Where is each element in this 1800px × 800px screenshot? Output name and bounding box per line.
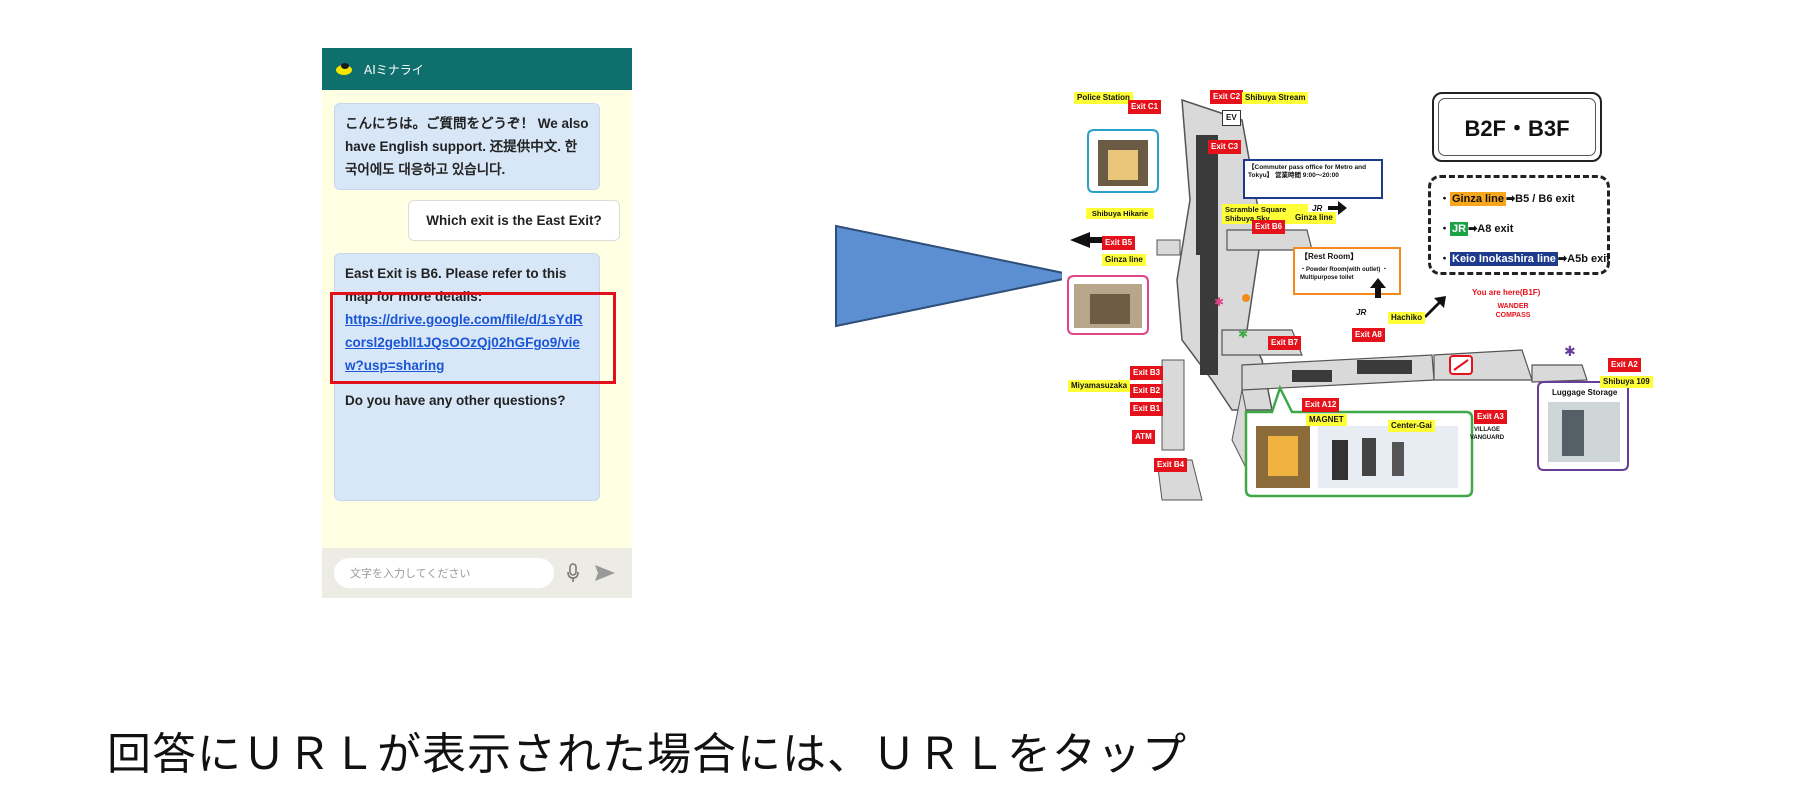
label-exit-b4: Exit B4	[1154, 458, 1188, 472]
label-wander-compass: WANDER COMPASS	[1495, 303, 1531, 319]
label-police-station: Police Station	[1074, 92, 1133, 104]
map-corridors: ✱ ✱ ✱	[1067, 98, 1629, 501]
label-rest-room-detail: ・Powder Room(with outlet) ・Multipurpose …	[1300, 267, 1388, 281]
label-commuter-pass: 【Commuter pass office for Metro and Toky…	[1248, 164, 1367, 179]
legend-keio-line: Keio Inokashira line	[1450, 252, 1558, 266]
chat-window: AIミナライ こんにちは。ご質問をどうぞ！ We also have Engli…	[322, 48, 632, 598]
svg-text:✱: ✱	[1238, 327, 1248, 341]
label-exit-a3: Exit A3	[1474, 410, 1507, 424]
label-jr-top: JR	[1312, 204, 1323, 213]
label-exit-b3: Exit B3	[1130, 366, 1164, 380]
floor-title: B2F・B3F	[1438, 98, 1596, 156]
legend-jr-line: JR	[1450, 222, 1469, 236]
label-magnet: MAGNET	[1306, 414, 1347, 426]
label-scramble-square: Scramble Square Shibuya Sky	[1222, 204, 1308, 224]
label-exit-a12: Exit A12	[1302, 398, 1340, 412]
microphone-icon[interactable]	[566, 563, 580, 583]
label-exit-b2: Exit B2	[1130, 384, 1164, 398]
label-shibuya-hikarie: Shibuya Hikarie	[1086, 208, 1154, 219]
label-miyamasuzaka: Miyamasuzaka	[1068, 380, 1131, 392]
send-icon[interactable]	[594, 563, 616, 583]
label-ginza-line-left: Ginza line	[1102, 254, 1146, 266]
label-exit-c2: Exit C2	[1210, 90, 1244, 104]
legend-row-ginza: ・Ginza line➡B5 / B6 exit	[1439, 192, 1575, 206]
answer-followup-text: Do you have any other questions?	[345, 393, 566, 408]
line-legend: ・Ginza line➡B5 / B6 exit ・JR➡A8 exit ・Ke…	[1428, 175, 1610, 275]
chat-input[interactable]	[334, 558, 554, 588]
legend-keio-dest: ➡A5b exit	[1557, 253, 1610, 265]
link-highlight-box	[330, 292, 616, 384]
chat-header: AIミナライ	[322, 48, 632, 90]
legend-ginza-line: Ginza line	[1450, 192, 1506, 206]
bot-greeting-message: こんにちは。ご質問をどうぞ！ We also have English supp…	[334, 103, 600, 190]
instruction-caption: 回答にＵＲＬが表示された場合には、ＵＲＬをタップ	[107, 729, 1187, 780]
svg-text:✱: ✱	[1214, 295, 1224, 309]
label-village-vanguard: VILLAGE VANGUARD	[1469, 427, 1505, 441]
label-you-are-here: You are here(B1F)	[1472, 288, 1541, 297]
floor-title-box: B2F・B3F	[1432, 92, 1602, 162]
label-luggage-storage: Luggage Storage	[1552, 388, 1618, 397]
label-rest-room: 【Rest Room】	[1300, 252, 1359, 261]
chat-title: AIミナライ	[364, 62, 424, 77]
legend-ginza-dest: ➡B5 / B6 exit	[1505, 193, 1575, 205]
legend-row-keio: ・Keio Inokashira line➡A5b exit	[1439, 252, 1610, 266]
label-atm: ATM	[1132, 430, 1155, 444]
label-exit-b7: Exit B7	[1268, 336, 1302, 350]
legend-jr-dest: ➡A8 exit	[1468, 223, 1514, 235]
label-jr-mid: JR	[1356, 308, 1367, 317]
chat-logo-icon	[336, 63, 354, 75]
user-question-message: Which exit is the East Exit?	[408, 200, 620, 241]
label-ginza-line-top: Ginza line	[1292, 212, 1336, 224]
label-shibuya-stream: Shibuya Stream	[1242, 92, 1309, 104]
right-arrow-icon	[835, 224, 1079, 328]
label-exit-c3: Exit C3	[1208, 140, 1242, 154]
legend-row-jr: ・JR➡A8 exit	[1439, 222, 1514, 236]
label-exit-b5: Exit B5	[1102, 236, 1136, 250]
chat-input-bar	[322, 548, 632, 598]
station-map: ✱ ✱ ✱ Police Station Exit C1 Exit C2 Shi…	[1062, 80, 1662, 524]
label-exit-b6: Exit B6	[1252, 220, 1286, 234]
label-exit-c1: Exit C1	[1128, 100, 1162, 114]
label-exit-a2: Exit A2	[1608, 358, 1641, 372]
label-shibuya-109: Shibuya 109	[1600, 376, 1653, 388]
label-center-gai: Center-Gai	[1388, 420, 1435, 432]
label-hachiko: Hachiko	[1388, 312, 1426, 324]
label-exit-a8: Exit A8	[1352, 328, 1385, 342]
svg-text:✱: ✱	[1564, 344, 1576, 360]
label-ev: EV	[1222, 110, 1241, 126]
label-exit-b1: Exit B1	[1130, 402, 1164, 416]
map-link[interactable]: https://drive.google.com/file/d/1sYdRcor…	[345, 312, 583, 373]
